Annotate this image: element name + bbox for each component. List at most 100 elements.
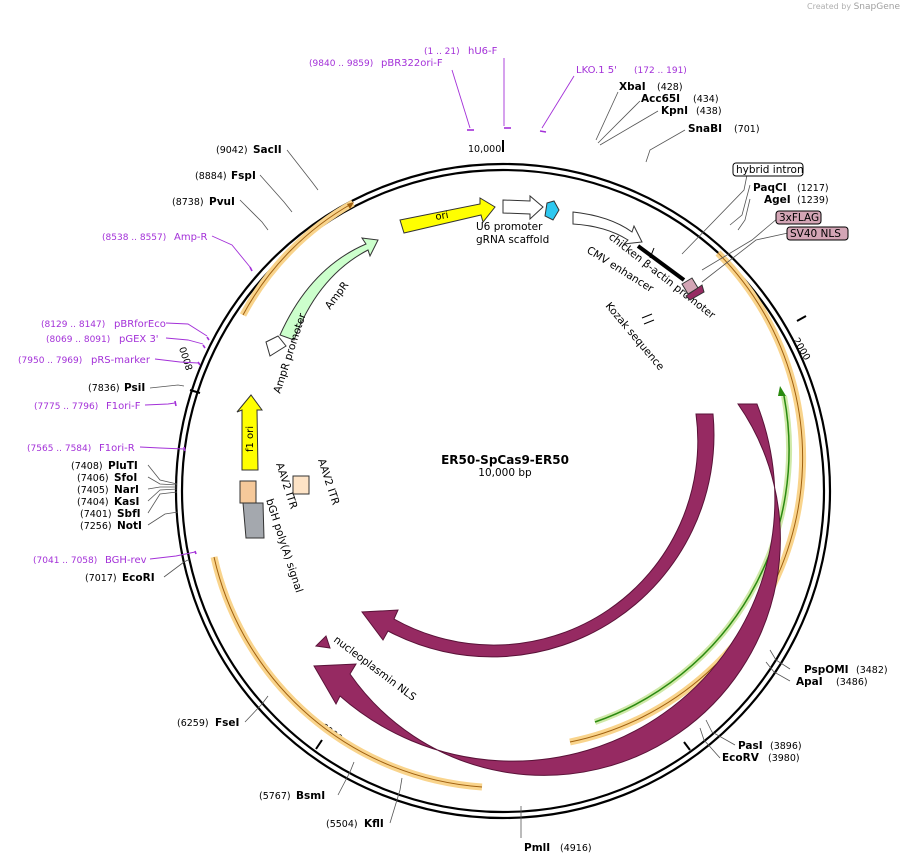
leader-lines (147, 91, 791, 838)
primer-pbr322orif-name: pBR322ori-F (381, 58, 443, 69)
primer-bghrev-name: BGH-rev (105, 555, 147, 566)
enzyme-psii-pos: (7836) (88, 383, 120, 394)
primer-ampr-name: Amp-R (174, 232, 208, 243)
enzyme-sfoi-pos: (7406) (77, 473, 109, 484)
boxed-feature-labels: hybrid intron 3xFLAG SV40 NLS (732, 162, 849, 241)
enzyme-bsmi-name: BsmI (296, 790, 325, 802)
enzyme-paqci-pos: (1217) (797, 183, 829, 194)
enzyme-apai-name: ApaI (796, 676, 823, 688)
enzyme-sfoi-name: SfoI (114, 472, 137, 484)
cas9-outer-arrow (313, 403, 781, 776)
enzyme-sacii-name: SacII (253, 144, 282, 156)
enzyme-snabi-name: SnaBI (688, 123, 722, 135)
enzyme-pspomi-name: PspOMI (804, 664, 849, 676)
primer-leader-lines (139, 58, 575, 560)
primer-prsmarker-name: pRS-marker (91, 355, 151, 366)
primer-prsmarker-pos: (7950 .. 7969) (18, 356, 82, 366)
sv40-nls-label: SV40 NLS (790, 228, 841, 240)
enzyme-xbai-pos: (428) (657, 82, 683, 93)
enzyme-nari-pos: (7405) (77, 485, 109, 496)
u6-promoter-arrow (502, 194, 544, 221)
sv40-nls-box (786, 226, 849, 241)
enzyme-pmli-name: PmlI (524, 842, 550, 854)
kozak-mark-2 (643, 319, 655, 325)
enzyme-pasi-name: PasI (738, 740, 763, 752)
backbone-inner-strand (180, 168, 826, 814)
plasmid-name: ER50-SpCas9-ER50 (441, 453, 569, 467)
enzyme-acc65i-name: Acc65I (641, 93, 680, 105)
enzyme-ecori-name: EcoRI (122, 572, 155, 584)
ampr-promoter-arrow (265, 335, 287, 357)
enzyme-kasi-name: KasI (114, 496, 139, 508)
enzyme-pluti-pos: (7408) (71, 461, 103, 472)
enzyme-kfli-name: KflI (364, 818, 384, 830)
ampr-arrow (279, 237, 379, 341)
enzyme-bsmi-pos: (5767) (259, 791, 291, 802)
credit-prefix: Created by (807, 2, 852, 11)
aav2-itr-right-box (292, 475, 310, 495)
enzyme-psii-name: PsiI (124, 382, 145, 394)
enzyme-agei-name: AgeI (764, 194, 791, 206)
hybrid-intron-label: hybrid intron (736, 164, 804, 176)
enzyme-pluti-name: PluTI (108, 460, 138, 472)
primer-pgex3-name: pGEX 3' (119, 334, 159, 345)
primer-f1orir-pos: (7565 .. 7584) (27, 444, 91, 454)
primer-pbrforeco-name: pBRforEco (114, 319, 166, 330)
enzyme-ecori-pos: (7017) (85, 573, 117, 584)
enzyme-kpni-name: KpnI (661, 105, 688, 117)
primer-pbr322orif-pos: (9840 .. 9859) (309, 59, 373, 69)
primer-lko1-pos: (172 .. 191) (634, 66, 687, 76)
3xflag-label: 3xFLAG (779, 212, 819, 224)
bgh-polya-box (242, 502, 265, 539)
enzyme-pvui-pos: (8738) (172, 197, 204, 208)
grna-scaffold-arrow (544, 200, 560, 221)
bgh-polya-label: bGH poly(A) signal (263, 497, 305, 594)
ori-arrow (399, 197, 496, 234)
primer-f1orif-pos: (7775 .. 7796) (34, 402, 98, 412)
enzyme-fspi-pos: (8884) (195, 171, 227, 182)
primer-lko1-name: LKO.1 5' (576, 65, 617, 76)
aav2-itr-right-label: AAV2 ITR (315, 457, 341, 506)
outer-highlight-left (210, 199, 483, 791)
enzyme-snabi-pos: (701) (734, 124, 760, 135)
enzyme-sacii-pos: (9042) (216, 145, 248, 156)
ampr-label: AmpR (323, 280, 351, 312)
3xflag-box (775, 210, 822, 225)
tick-label-2000: 2000 (790, 336, 812, 362)
enzyme-apai-pos: (3486) (836, 677, 868, 688)
enzyme-fsei-name: FseI (215, 717, 239, 729)
f1-ori-arrow (236, 394, 263, 471)
credit-brand: SnapGene (853, 2, 900, 12)
ori-label: ori (435, 210, 450, 223)
plasmid-size: 10,000 bp (478, 467, 532, 479)
enzyme-sbfi-pos: (7401) (80, 509, 112, 520)
primer-hu6f-pos: (1 .. 21) (424, 47, 460, 57)
kozak-sequence-label: Kozak sequence (603, 300, 667, 373)
enzyme-pspomi-pos: (3482) (856, 665, 888, 676)
enzyme-pmli-pos: (4916) (560, 843, 592, 854)
sv40-nls-marker (685, 284, 705, 301)
enzyme-kasi-pos: (7404) (77, 497, 109, 508)
cmv-enhancer-arrow (572, 211, 643, 245)
boxed-feature-leaders (681, 174, 789, 283)
enzyme-noti-pos: (7256) (80, 521, 112, 532)
u6-promoter-label: U6 promoter (476, 221, 543, 233)
enzyme-sbfi-name: SbfI (117, 508, 141, 520)
enzyme-kpni-pos: (438) (696, 106, 722, 117)
chicken-beta-actin-promoter-bar (636, 244, 686, 282)
enzyme-agei-pos: (1239) (797, 195, 829, 206)
enzyme-fspi-name: FspI (231, 170, 256, 182)
backbone-outer-strand (174, 162, 832, 820)
primer-f1orif-name: F1ori-F (106, 401, 141, 412)
enzyme-noti-name: NotI (117, 520, 142, 532)
enzyme-ecorv-name: EcoRV (722, 752, 760, 764)
enzyme-paqci-name: PaqCI (753, 182, 787, 194)
primer-bghrev-pos: (7041 .. 7058) (33, 556, 97, 566)
primer-labels: hU6-F (1 .. 21) pBR322ori-F (9840 .. 985… (18, 46, 687, 566)
enzyme-fsei-pos: (6259) (177, 718, 209, 729)
grna-scaffold-label: gRNA scaffold (476, 234, 549, 246)
enzyme-pasi-pos: (3896) (770, 741, 802, 752)
outer-highlight-right (569, 250, 807, 746)
primer-ampr-pos: (8538 .. 8557) (102, 233, 166, 243)
